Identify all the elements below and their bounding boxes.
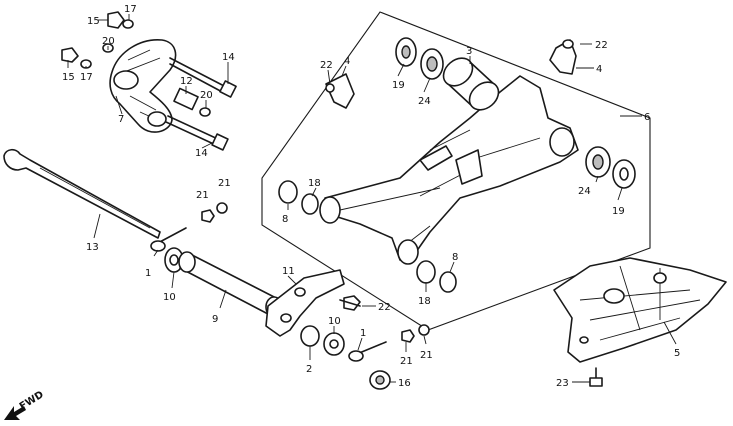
washers-21 — [201, 202, 228, 223]
pivot-shaft — [3, 148, 161, 239]
spacer-tube — [178, 251, 283, 318]
nut-16 — [369, 370, 391, 390]
label-1a: 1 — [145, 268, 151, 279]
label-22c: 22 — [378, 302, 391, 313]
label-24b: 24 — [578, 186, 591, 197]
label-10b: 10 — [328, 316, 341, 327]
label-13: 13 — [86, 242, 99, 253]
forward-arrow-icon — [4, 406, 26, 420]
label-2: 2 — [306, 364, 312, 375]
label-12: 12 — [180, 76, 193, 87]
label-6: 6 — [644, 112, 650, 123]
label-21a: 21 — [196, 190, 209, 201]
label-23: 23 — [556, 378, 569, 389]
forward-arrow: FWD — [4, 389, 46, 420]
label-19a: 19 — [392, 80, 405, 91]
label-4a: 4 — [344, 56, 350, 67]
label-17a: 17 — [124, 4, 137, 15]
skid-plate — [553, 257, 727, 363]
label-15a: 15 — [87, 16, 100, 27]
right-seals-bearings — [585, 146, 636, 189]
label-21d: 21 — [420, 350, 433, 361]
label-1b: 1 — [360, 328, 366, 339]
label-9: 9 — [212, 314, 218, 325]
label-8b: 8 — [452, 252, 458, 263]
lower-pin-collar — [300, 325, 387, 362]
label-18b: 18 — [418, 296, 431, 307]
label-18a: 18 — [308, 178, 321, 189]
washers-21-lower — [401, 324, 430, 343]
label-21b: 21 — [218, 178, 231, 189]
label-8a: 8 — [282, 214, 288, 225]
leader-lines — [67, 14, 677, 383]
label-4b: 4 — [596, 64, 602, 75]
label-7a: 7 — [118, 114, 124, 125]
label-20a: 20 — [102, 36, 115, 47]
label-20b: 20 — [200, 90, 213, 101]
bolt-23 — [589, 367, 603, 387]
fwd-label: FWD — [18, 389, 46, 412]
label-10a: 10 — [163, 292, 176, 303]
label-19b: 19 — [612, 206, 625, 217]
label-15b: 15 — [62, 72, 75, 83]
label-24a: 24 — [418, 96, 431, 107]
part-labels: 15 17 20 15 17 7 12 20 14 14 22 4 19 24 … — [62, 4, 680, 389]
upper-bracket-assembly — [61, 11, 237, 151]
swingarm — [319, 75, 579, 265]
label-16: 16 — [398, 378, 411, 389]
label-11: 11 — [282, 266, 295, 277]
label-5: 5 — [674, 348, 680, 359]
label-21c: 21 — [400, 356, 413, 367]
left-collars — [278, 180, 457, 293]
side-plate — [265, 269, 345, 337]
label-3: 3 — [466, 46, 472, 57]
bolt-22-middle — [339, 295, 361, 311]
label-22a: 22 — [320, 60, 333, 71]
label-17b: 17 — [80, 72, 93, 83]
upper-seals-bearings — [395, 37, 444, 80]
pin-collar-left — [150, 227, 187, 273]
label-14b: 14 — [195, 148, 208, 159]
label-22b: 22 — [595, 40, 608, 51]
label-14a: 14 — [222, 52, 235, 63]
